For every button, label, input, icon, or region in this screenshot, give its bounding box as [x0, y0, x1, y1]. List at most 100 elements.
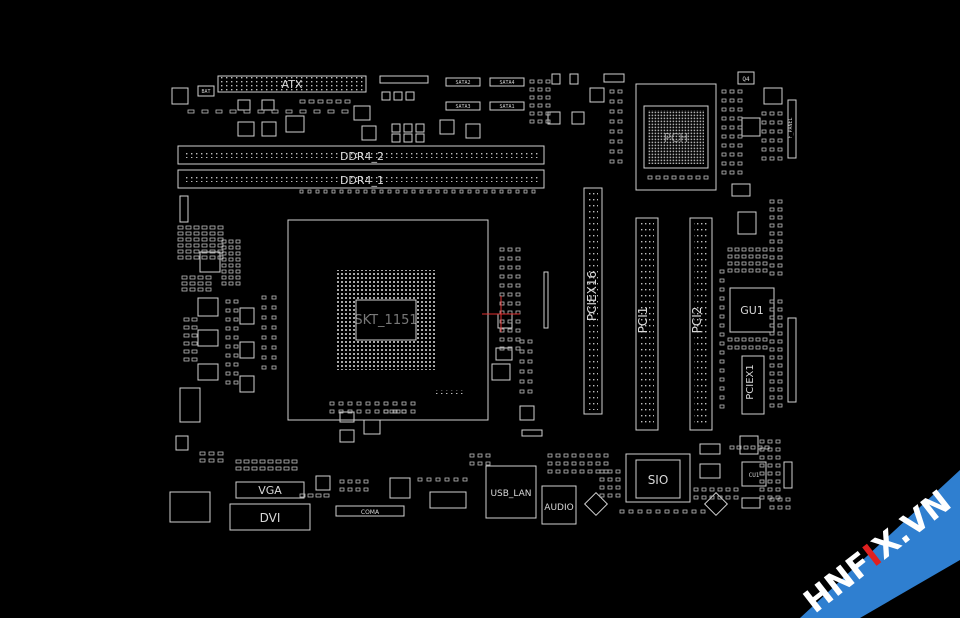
component-pad [235, 275, 241, 280]
component-pad [729, 152, 735, 157]
component-pad [769, 247, 775, 252]
component-pad [719, 350, 725, 355]
component-pad [177, 237, 184, 242]
component-pad [459, 189, 464, 194]
component-pad [729, 134, 735, 139]
component-pad [355, 189, 360, 194]
component-pad [341, 109, 349, 114]
component-pad [769, 138, 775, 143]
component-pad [185, 225, 192, 230]
component-pad [695, 175, 701, 180]
component-pad [777, 255, 783, 260]
component-pad [609, 129, 615, 134]
component-pad [759, 487, 765, 492]
component-pad [197, 287, 204, 292]
component-pad [734, 247, 740, 252]
component-pad [777, 120, 783, 125]
usb-lan-connector [485, 465, 537, 519]
component-pad [775, 455, 781, 460]
component-pad [563, 453, 569, 458]
component-pad [356, 401, 362, 406]
component-pad [383, 409, 389, 414]
component-pad [221, 257, 227, 262]
component-pad [762, 268, 768, 273]
component-pad [777, 403, 783, 408]
component-pad [338, 409, 344, 414]
component-pad [727, 261, 733, 266]
component-pad [271, 345, 277, 350]
component-pad [719, 314, 725, 319]
component-pad [403, 189, 408, 194]
component-pad [721, 170, 727, 175]
component-pad [221, 251, 227, 256]
component-pad [215, 109, 223, 114]
component-pad [607, 469, 613, 474]
component-pad [785, 505, 791, 510]
component-pad [515, 301, 521, 306]
component-pad [217, 451, 224, 456]
component-pad [392, 401, 398, 406]
component-pad [374, 409, 380, 414]
component-pad [769, 355, 775, 360]
component-pad [225, 326, 231, 331]
component-pad [379, 189, 384, 194]
component-pad [617, 159, 623, 164]
component-pad [299, 99, 306, 104]
component-pad [607, 493, 613, 498]
component-pad [769, 363, 775, 368]
component-pad [637, 509, 643, 514]
component-pad [545, 95, 551, 100]
component-pad [761, 129, 767, 134]
component-pad [759, 463, 765, 468]
component-pad [435, 189, 440, 194]
component-pad [235, 257, 241, 262]
component-pad [721, 134, 727, 139]
component-pad [729, 89, 735, 94]
component-pad [507, 346, 513, 351]
component-pad [507, 274, 513, 279]
component-pad [563, 469, 569, 474]
component-pad [197, 281, 204, 286]
component-pad [363, 479, 369, 484]
component-pad [235, 269, 241, 274]
component-pad [221, 269, 227, 274]
component-pad [177, 231, 184, 236]
sata2-label: SATA2 [455, 80, 470, 86]
component-pad [717, 487, 723, 492]
component-pad [285, 109, 293, 114]
component-pad [721, 98, 727, 103]
component-pad [777, 363, 783, 368]
cu1-label: CU1 [749, 472, 760, 479]
dvi-label: DVI [260, 511, 281, 525]
component-pad [709, 487, 715, 492]
sio-outline [625, 453, 691, 503]
component-pad [228, 257, 234, 262]
component-pad [374, 401, 380, 406]
component-pad [721, 125, 727, 130]
component-pad [335, 99, 342, 104]
component-pad [193, 249, 200, 254]
component-pad [729, 116, 735, 121]
component-pad [709, 495, 715, 500]
component-pad [545, 87, 551, 92]
component-pad [721, 143, 727, 148]
component-pad [769, 387, 775, 392]
component-pad [767, 487, 773, 492]
component-pad [775, 479, 781, 484]
component-pad [721, 152, 727, 157]
component-pad [235, 245, 241, 250]
component-pad [743, 445, 749, 450]
component-pad [515, 256, 521, 261]
component-pad [181, 281, 188, 286]
component-pad [777, 129, 783, 134]
component-pad [769, 129, 775, 134]
component-pad [719, 296, 725, 301]
component-pad [291, 459, 298, 464]
component-pad [609, 119, 615, 124]
component-pad [251, 459, 258, 464]
component-pad [777, 147, 783, 152]
component-pad [499, 328, 505, 333]
component-pad [395, 189, 400, 194]
component-pad [777, 199, 783, 204]
component-pad [419, 189, 424, 194]
